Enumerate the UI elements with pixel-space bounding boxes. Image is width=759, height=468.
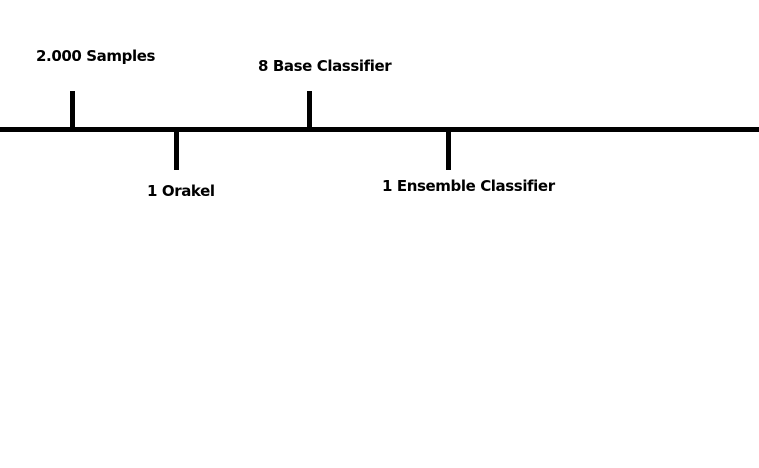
- milestone-tick-ensemble-classifier: [446, 130, 451, 170]
- milestone-tick-orakel: [174, 130, 179, 170]
- milestone-tick-base-classifier: [307, 91, 312, 129]
- milestone-label-base-classifier: 8 Base Classifier: [258, 57, 392, 75]
- milestone-label-ensemble-classifier: 1 Ensemble Classifier: [382, 177, 555, 195]
- timeline-axis: [0, 127, 759, 132]
- milestone-tick-samples: [70, 91, 75, 129]
- milestone-label-orakel: 1 Orakel: [147, 182, 215, 200]
- milestone-label-samples: 2.000 Samples: [36, 47, 156, 65]
